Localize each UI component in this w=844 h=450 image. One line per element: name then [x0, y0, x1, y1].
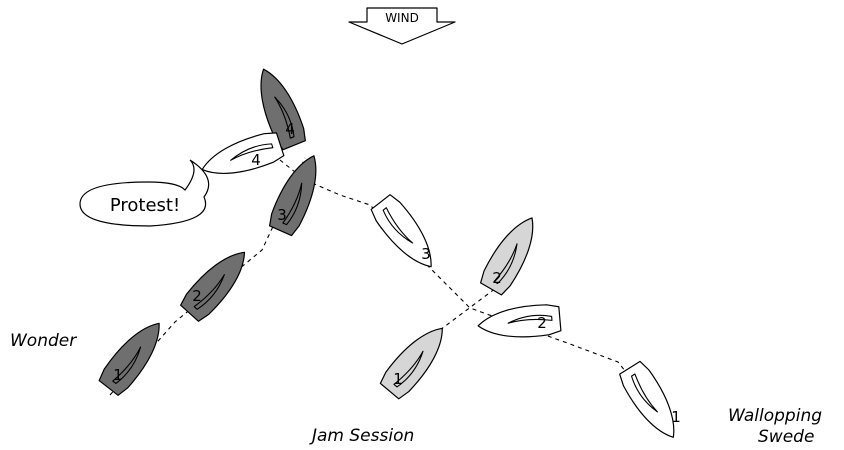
boat-sail: [274, 96, 295, 139]
boat-hull: [268, 155, 317, 237]
boat-hull: [370, 194, 432, 268]
wind-arrow-icon: [348, 7, 456, 45]
boat-sail: [493, 243, 518, 285]
wonder-position-number: 2: [192, 287, 202, 305]
wonder-label: Wonder: [10, 331, 77, 351]
boat-hull: [201, 132, 285, 174]
protest-bubble: Protest!: [79, 159, 210, 227]
boat-sail: [112, 346, 142, 385]
wonder-boat-1: [98, 322, 160, 396]
wallopping-swede-boat-1: [619, 360, 675, 438]
wallopping-swede-label-line2: Swede: [758, 427, 814, 447]
wallopping-swede-boat-2: [477, 304, 562, 338]
wonder-boat-2: [180, 251, 246, 322]
wallopping-swede-boat-3: [370, 194, 432, 268]
boat-hull: [98, 322, 160, 396]
jam-session-boat-2: [480, 217, 534, 296]
jam-session-position-number: 1: [393, 370, 403, 388]
protest-text: Protest!: [110, 195, 180, 216]
wind-indicator: WIND: [348, 7, 456, 45]
boat-sail: [230, 143, 274, 161]
wind-label: WIND: [385, 11, 419, 25]
wallopping-swede-label-line1: Wallopping: [728, 406, 822, 426]
boat-hull: [477, 304, 562, 338]
wallopping-swede-position-number: 1: [671, 408, 681, 426]
wallopping-swede-course-line: [279, 159, 673, 431]
protest-bubble-shape: [79, 159, 210, 227]
jam-session-label: Jam Session: [309, 426, 414, 446]
jam-session-boat-1: [379, 327, 443, 400]
boat-sail: [507, 314, 553, 324]
boats-layer: 1 2 3 4 1 2 1 2 3 4: [98, 68, 681, 438]
wallopping-swede-position-number: 3: [421, 245, 431, 263]
boat-hull: [180, 251, 246, 322]
wonder-position-number: 1: [113, 366, 123, 384]
boat-hull: [480, 217, 534, 296]
boat-sail: [382, 207, 414, 244]
jam-session-position-number: 2: [492, 269, 502, 287]
wonder-position-number: 3: [277, 206, 287, 224]
boat-sail: [631, 373, 658, 413]
boat-hull: [260, 68, 306, 151]
boat-hull: [619, 360, 675, 438]
wallopping-swede-position-number: 2: [537, 314, 547, 332]
boat-sail: [282, 182, 303, 226]
wonder-position-number: 4: [285, 120, 295, 138]
boat-sail: [193, 274, 225, 310]
wallopping-swede-boat-4: [201, 132, 285, 174]
wonder-boat-4: [260, 68, 306, 151]
wonder-boat-3: [268, 155, 317, 237]
boat-hull: [379, 327, 443, 400]
boat-sail: [393, 350, 424, 388]
wallopping-swede-position-number: 4: [251, 151, 261, 169]
